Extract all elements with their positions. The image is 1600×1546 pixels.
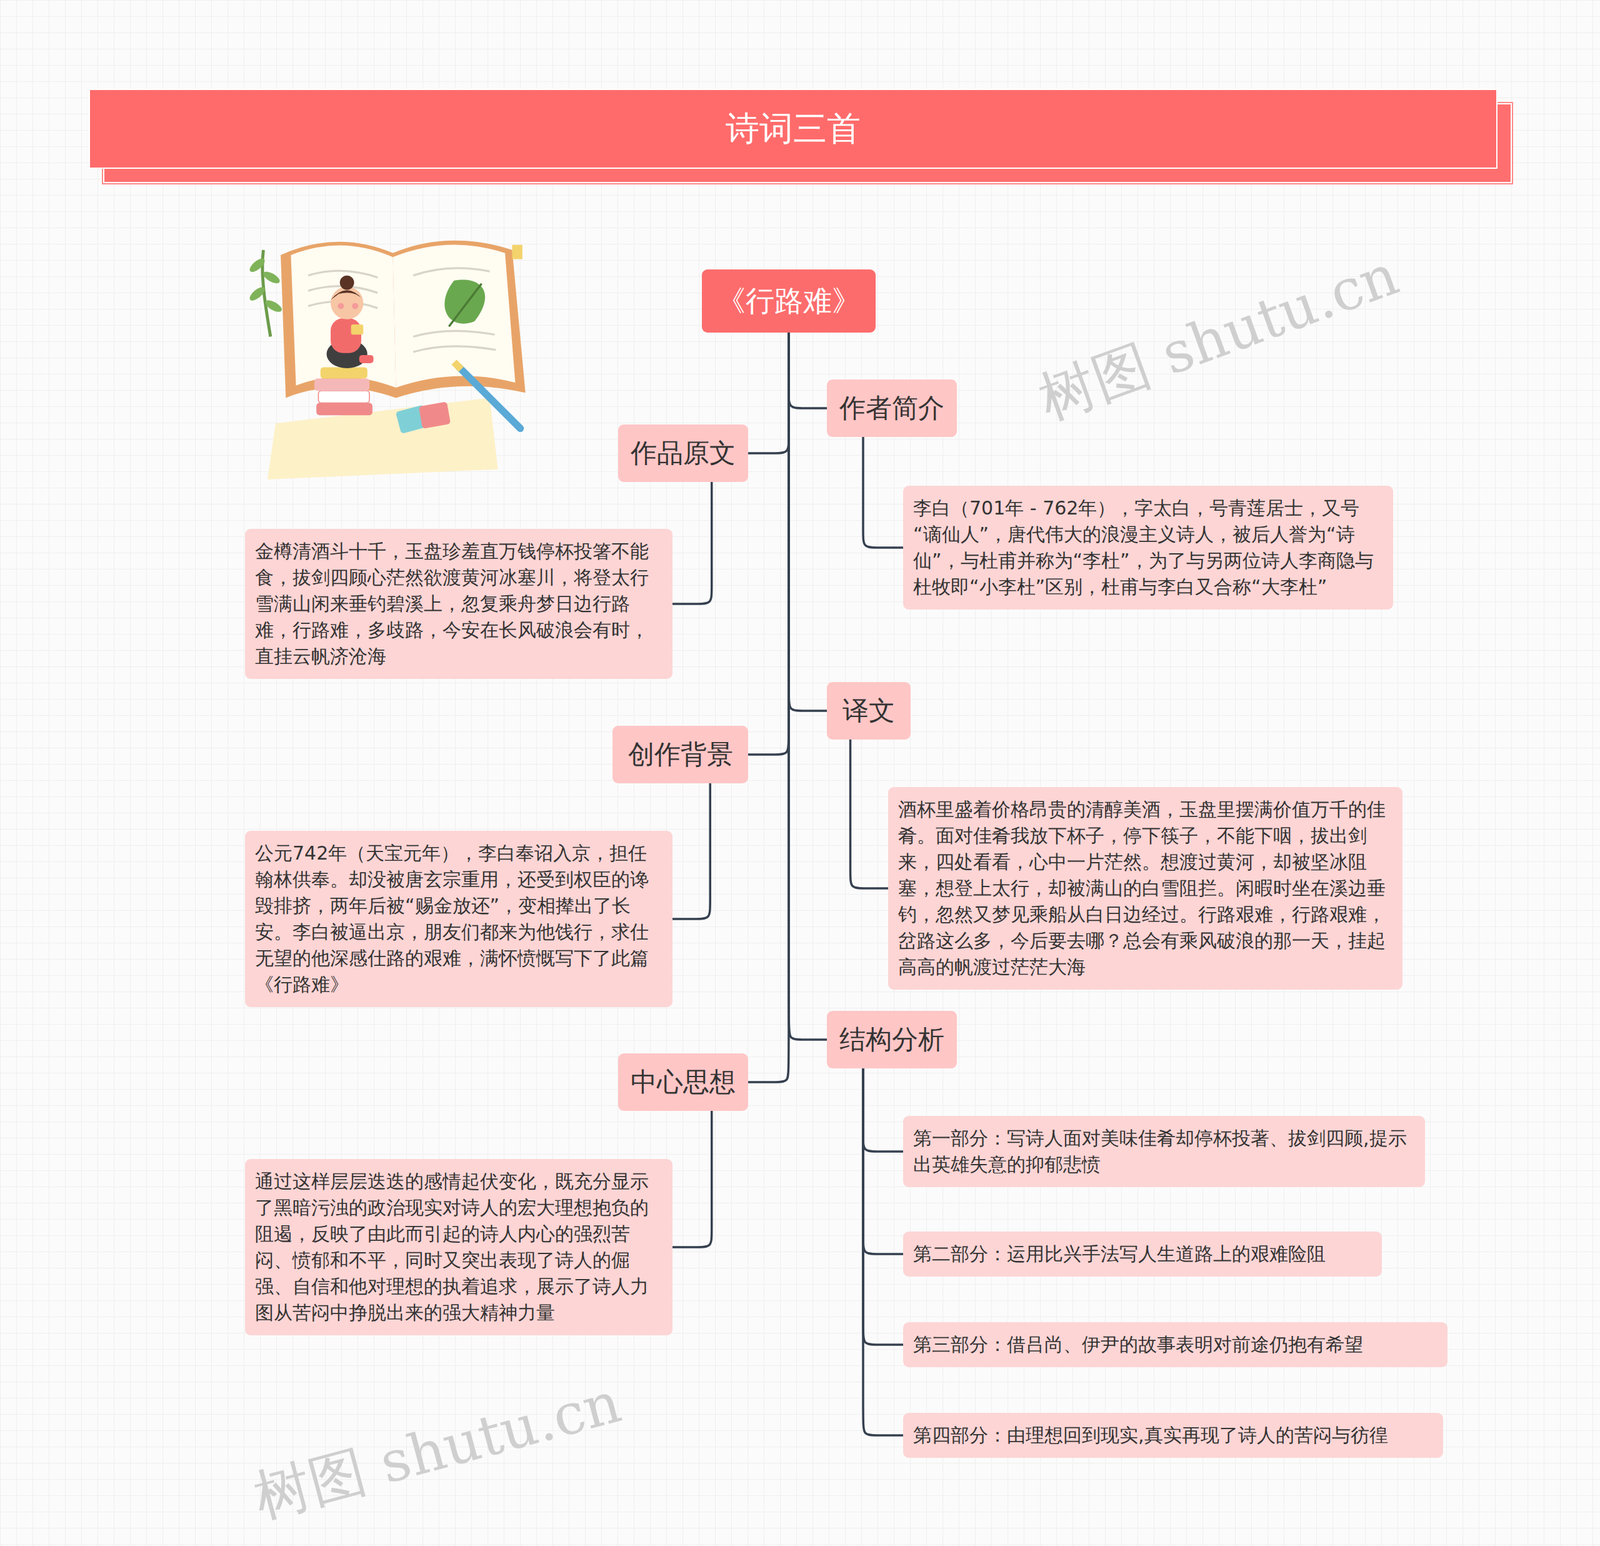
illustration-part	[459, 366, 521, 429]
connector	[788, 332, 827, 1040]
body-text: 李白（701年 - 762年），字太白，号青莲居士，又号“谪仙人”，唐代伟大的浪…	[913, 495, 1384, 600]
body-text: 第三部分：借吕尚、伊尹的故事表明对前途仍抱有希望	[913, 1331, 1438, 1358]
illustration-part	[263, 298, 284, 315]
content-box: 第三部分：借吕尚、伊尹的故事表明对前途仍抱有希望	[903, 1321, 1448, 1367]
illustration-part	[413, 330, 495, 337]
content-box: 通过这样层层迭迭的感情起伏变化，既充分显示了黑暗污浊的政治现实对诗人的宏大理想抱…	[245, 1158, 673, 1335]
illustration-part	[453, 361, 461, 369]
book-illustration	[245, 224, 536, 480]
connector	[672, 783, 710, 919]
root-box: 《行路难》	[701, 269, 876, 333]
connector	[863, 1068, 904, 1345]
illustration-part	[351, 324, 364, 335]
content-box: 第一部分：写诗人面对美味佳肴却停杯投著、拔剑四顾,提示出英雄失意的抑郁悲愤	[903, 1115, 1425, 1187]
body-text: 酒杯里盛着价格昂贵的清醇美酒，玉盘里摆满价值万千的佳肴。面对佳肴我放下杯子，停下…	[898, 796, 1393, 980]
illustration-part	[247, 256, 267, 275]
watermark: 树图 shutu.cn	[246, 1364, 630, 1536]
body-text: 第二部分：运用比兴手法写人生道路上的艰难险阻	[913, 1240, 1372, 1267]
illustration-part	[340, 275, 355, 290]
node-label: 《行路难》	[716, 281, 861, 321]
branch-box: 结构分析	[826, 1010, 957, 1069]
body-text: 金樽清酒斗十千，玉盘珍羞直万钱停杯投箸不能食，拔剑四顾心茫然欲渡黄河冰塞川，将登…	[255, 538, 663, 670]
illustration-part	[330, 290, 364, 300]
branch-box: 创作背景	[612, 725, 749, 784]
body-text: 第四部分：由理想回到现实,真实再现了诗人的苦闷与彷徨	[913, 1421, 1434, 1449]
connector	[863, 1068, 904, 1152]
illustration-part	[267, 397, 499, 480]
illustration-part	[320, 366, 368, 379]
content-box: 金樽清酒斗十千，玉盘珍羞直万钱停杯投箸不能食，拔剑四顾心茫然欲渡黄河冰塞川，将登…	[245, 528, 673, 679]
node-label: 作品原文	[630, 435, 736, 471]
content-box: 第四部分：由理想回到现实,真实再现了诗人的苦闷与彷徨	[903, 1412, 1444, 1458]
illustration-part	[413, 346, 496, 352]
node-label: 结构分析	[839, 1021, 945, 1057]
title-banner: 诗词三首	[88, 88, 1498, 169]
book-stack	[314, 366, 373, 415]
connector	[788, 332, 827, 711]
content-box: 酒杯里盛着价格昂贵的清醇美酒，玉盘里摆满价值万千的佳肴。面对佳肴我放下杯子，停下…	[888, 786, 1403, 990]
girl-figure	[326, 275, 374, 369]
illustration-part	[337, 303, 344, 310]
connector	[850, 739, 889, 889]
illustration-part	[330, 286, 364, 320]
body-text: 通过这样层层迭迭的感情起伏变化，既充分显示了黑暗污浊的政治现实对诗人的宏大理想抱…	[255, 1168, 663, 1326]
branch-box: 作者简介	[826, 379, 957, 437]
illustration-part	[393, 245, 516, 389]
open-book	[280, 240, 526, 399]
illustration-part	[261, 269, 282, 286]
connector	[672, 1110, 712, 1247]
body-text: 第一部分：写诗人面对美味佳肴却停杯投著、拔剑四顾,提示出英雄失意的抑郁悲愤	[913, 1125, 1415, 1178]
illustration-part	[280, 240, 526, 399]
connector	[748, 332, 789, 1082]
connector	[863, 1068, 904, 1435]
connector	[788, 332, 827, 409]
illustration-part	[247, 285, 267, 304]
connector	[748, 332, 789, 454]
node-label: 中心思想	[630, 1064, 736, 1100]
node-label: 译文	[842, 693, 895, 729]
illustration-part	[318, 390, 370, 404]
body-text: 公元742年（天宝元年），李白奉诏入京，担任翰林供奉。却没被唐玄宗重用，还受到权…	[255, 840, 663, 998]
illustration-part	[290, 245, 396, 388]
illustration-part	[359, 355, 374, 364]
watermark: 树图 shutu.cn	[1028, 237, 1409, 438]
illustration-part	[413, 268, 490, 276]
illustration-part	[314, 378, 370, 391]
branch-box: 中心思想	[618, 1053, 749, 1111]
node-label: 创作背景	[628, 736, 734, 772]
branch-box: 译文	[826, 681, 911, 740]
illustration-part	[308, 270, 378, 278]
illustration-part	[316, 403, 373, 416]
illustration-part	[330, 318, 362, 353]
small-books-pencil	[395, 361, 521, 434]
content-box: 第二部分：运用比兴手法写人生道路上的艰难险阻	[903, 1231, 1382, 1277]
illustration-part	[448, 283, 482, 327]
node-label: 作者简介	[839, 390, 945, 426]
plant-sprig	[247, 250, 284, 337]
paper-sheet	[267, 397, 499, 480]
connector	[748, 332, 789, 755]
illustration-part	[511, 245, 522, 260]
connector	[672, 481, 712, 604]
branch-box: 作品原文	[618, 424, 749, 482]
content-box: 公元742年（天宝元年），李白奉诏入京，担任翰林供奉。却没被唐玄宗重用，还受到权…	[245, 830, 673, 1007]
illustration-part	[418, 401, 451, 429]
content-box: 李白（701年 - 762年），字太白，号青莲居士，又号“谪仙人”，唐代伟大的浪…	[903, 485, 1394, 610]
title-text: 诗词三首	[725, 106, 861, 152]
illustration-part	[351, 303, 359, 310]
connector	[863, 1068, 904, 1254]
connector	[863, 436, 904, 548]
